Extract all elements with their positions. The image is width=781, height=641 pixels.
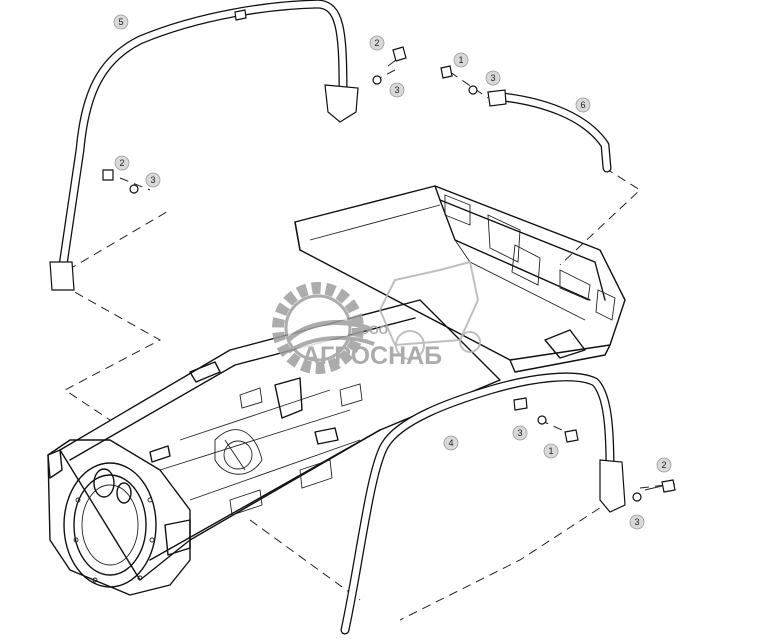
svg-text:2: 2 bbox=[119, 158, 124, 168]
callout-3: 3 bbox=[629, 514, 645, 530]
callout-2: 2 bbox=[656, 457, 672, 473]
bolt-icon bbox=[440, 65, 453, 79]
svg-text:3: 3 bbox=[490, 73, 495, 83]
callout-2: 2 bbox=[114, 155, 130, 171]
callout-1: 1 bbox=[453, 52, 469, 68]
watermark-brand: АГРОСНАБ bbox=[302, 342, 442, 370]
nut-icon bbox=[537, 415, 547, 425]
callout-3: 3 bbox=[145, 172, 161, 188]
callout-5: 5 bbox=[113, 14, 129, 30]
svg-text:1: 1 bbox=[458, 55, 463, 65]
nut-icon bbox=[129, 184, 139, 194]
bolt-icon bbox=[102, 169, 114, 181]
nut-icon bbox=[372, 75, 382, 85]
nut-icon bbox=[632, 492, 642, 502]
assembly-guide-lines bbox=[61, 69, 676, 621]
callout-3: 3 bbox=[485, 70, 501, 86]
svg-text:3: 3 bbox=[150, 175, 155, 185]
svg-text:6: 6 bbox=[580, 100, 585, 110]
gear-combine-logo-icon bbox=[272, 260, 481, 374]
svg-text:1: 1 bbox=[548, 446, 553, 456]
svg-text:3: 3 bbox=[517, 428, 522, 438]
main-chassis-frame bbox=[59, 299, 501, 581]
nut-icon bbox=[468, 85, 478, 95]
bolt-icon bbox=[644, 479, 676, 493]
callout-2: 2 bbox=[369, 35, 385, 51]
callout-1: 1 bbox=[543, 443, 559, 459]
svg-text:3: 3 bbox=[394, 85, 399, 95]
watermark-prefix: ООО bbox=[360, 323, 388, 337]
callout-3: 3 bbox=[389, 82, 405, 98]
svg-text:2: 2 bbox=[661, 460, 666, 470]
svg-text:3: 3 bbox=[634, 517, 639, 527]
axle-housing bbox=[47, 439, 191, 596]
fasteners bbox=[102, 46, 676, 502]
svg-text:5: 5 bbox=[118, 17, 123, 27]
watermark: ООО АГРОСНАБ bbox=[272, 260, 481, 374]
bolt-icon bbox=[387, 46, 407, 67]
svg-text:4: 4 bbox=[448, 438, 453, 448]
callout-3: 3 bbox=[512, 425, 528, 441]
svg-text:2: 2 bbox=[374, 38, 379, 48]
grab-handle-6 bbox=[487, 89, 612, 173]
roll-bar-5 bbox=[49, 0, 359, 291]
callout-6: 6 bbox=[575, 97, 591, 113]
callout-4: 4 bbox=[443, 435, 459, 451]
roll-bar-4 bbox=[340, 372, 626, 635]
bolt-icon bbox=[564, 429, 579, 443]
